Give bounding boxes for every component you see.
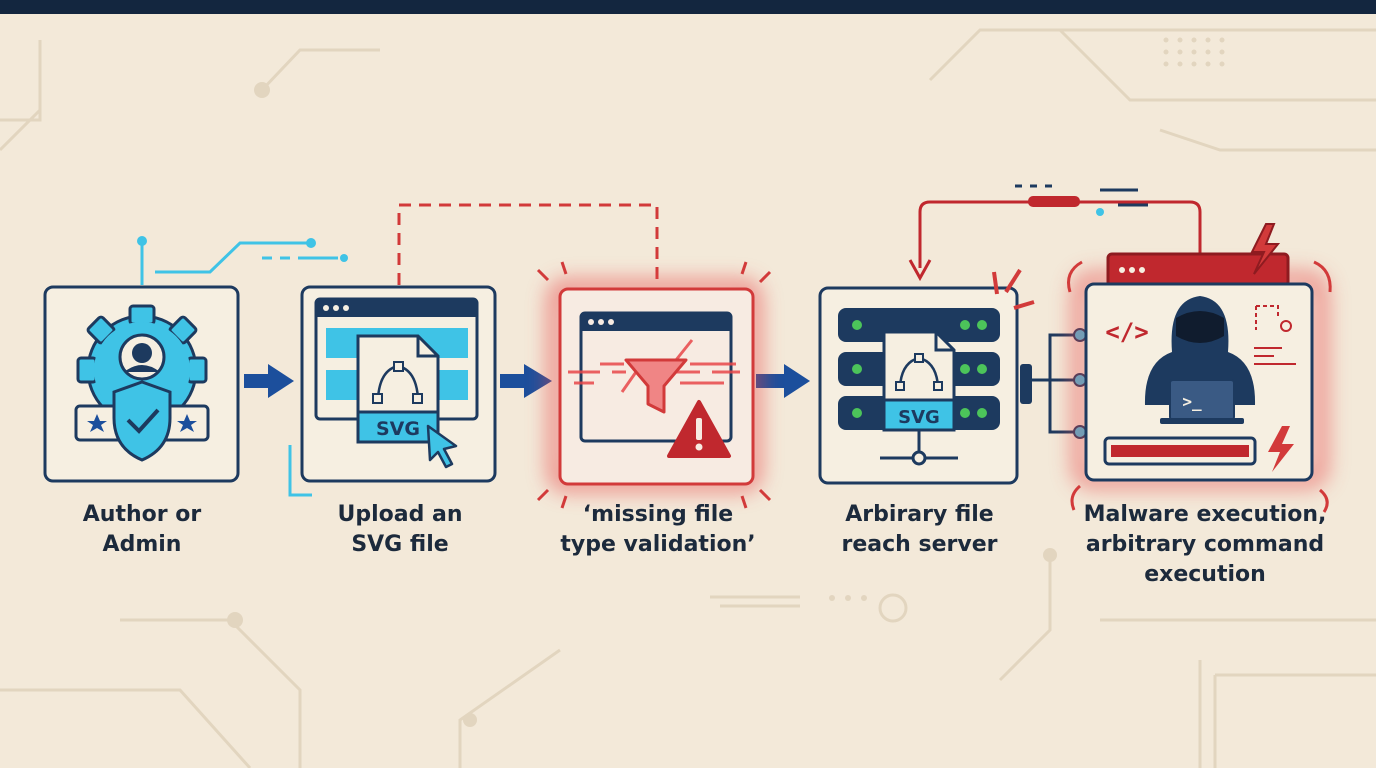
star-icon bbox=[177, 414, 197, 432]
hooded-hacker-icon bbox=[1144, 296, 1256, 405]
step-4-card: SVG bbox=[818, 268, 1035, 485]
svg-file-icon: SVG bbox=[356, 334, 440, 444]
code-icon: </> bbox=[1105, 318, 1148, 346]
progress-bar bbox=[1103, 436, 1257, 466]
step-3-label: ‘missing file type validation’ bbox=[560, 502, 756, 557]
shield-check-icon bbox=[112, 380, 172, 462]
code-doodle bbox=[1254, 305, 1296, 365]
step-3-card bbox=[536, 261, 772, 509]
step-2-card: SVG bbox=[300, 285, 497, 483]
glitch-lines bbox=[568, 339, 740, 393]
step-1-card bbox=[43, 285, 240, 483]
filter-funnel-icon bbox=[624, 358, 688, 414]
flow-arrow-1 bbox=[244, 364, 294, 398]
svg-file-icon: SVG bbox=[882, 330, 956, 432]
step-1-label: Author or Admin bbox=[82, 502, 202, 557]
flow-arrow-3 bbox=[756, 364, 810, 398]
alert-rays bbox=[1067, 260, 1332, 513]
alert-rays bbox=[536, 261, 772, 509]
warning-icon bbox=[667, 400, 731, 458]
alert-rays bbox=[992, 268, 1035, 310]
terminal-prompt: >_ bbox=[1182, 392, 1202, 411]
laptop-icon: >_ bbox=[1160, 379, 1244, 424]
flow-arrow-2 bbox=[500, 364, 552, 398]
svg-tag: SVG bbox=[376, 418, 420, 440]
step-5-label: Malware execution, arbitrary command exe… bbox=[1083, 502, 1327, 587]
user-icon bbox=[118, 333, 166, 381]
star-icon bbox=[87, 414, 107, 432]
top-bar bbox=[0, 0, 1376, 14]
svg-tag: SVG bbox=[898, 407, 940, 428]
step-5-card: </> >_ bbox=[1067, 223, 1332, 513]
step-4-label: Arbirary file reach server bbox=[841, 502, 998, 557]
step-2-label: Upload an SVG file bbox=[337, 502, 463, 557]
lightning-icon bbox=[1268, 426, 1294, 472]
cursor-icon bbox=[426, 424, 458, 469]
lightning-icon bbox=[1250, 223, 1281, 275]
